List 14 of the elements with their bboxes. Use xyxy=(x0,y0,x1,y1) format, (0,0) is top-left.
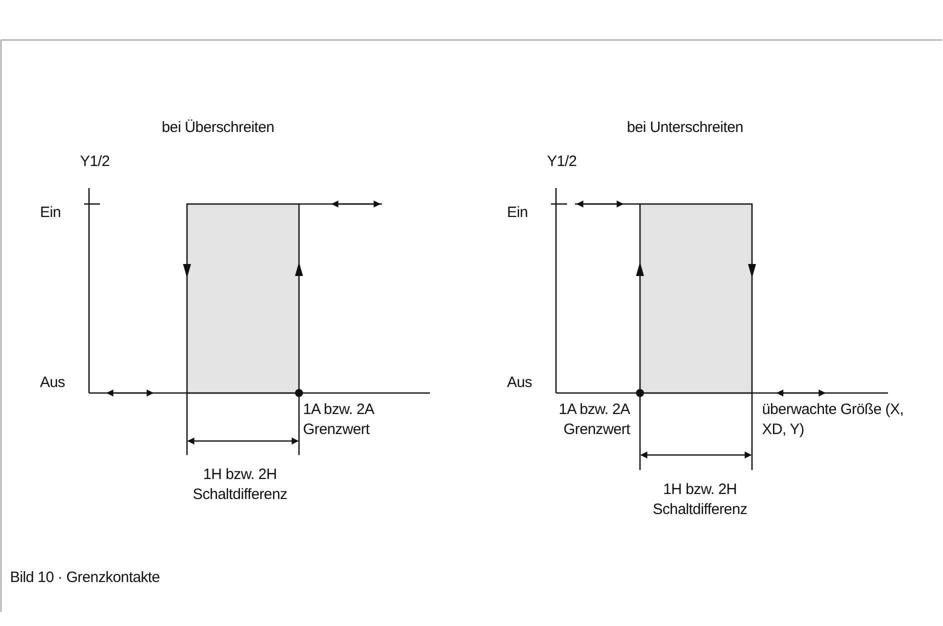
axis-label: Y1/2 xyxy=(547,153,577,170)
tick-label: Ein xyxy=(507,204,528,221)
tick-label: Aus xyxy=(507,374,532,391)
panel-title: bei Unterschreiten xyxy=(626,119,744,136)
annotation: 1A bzw. 2A Grenzwert xyxy=(303,401,374,438)
panel-title: bei Überschreiten xyxy=(162,119,274,136)
dimension-label: 1H bzw. 2H Schaltdifferenz xyxy=(652,481,748,518)
dimension-label: 1H bzw. 2H Schaltdifferenz xyxy=(192,466,288,503)
axis-label: überwachte Größe (X, XD, Y) xyxy=(762,401,904,438)
tick-label: Ein xyxy=(40,204,61,221)
tick-label: Aus xyxy=(40,374,65,391)
axis-label: Y1/2 xyxy=(80,153,110,170)
figure-caption: Bild 10 · Grenzkontakte xyxy=(10,568,160,588)
annotation: 1A bzw. 2A Grenzwert xyxy=(558,401,630,438)
